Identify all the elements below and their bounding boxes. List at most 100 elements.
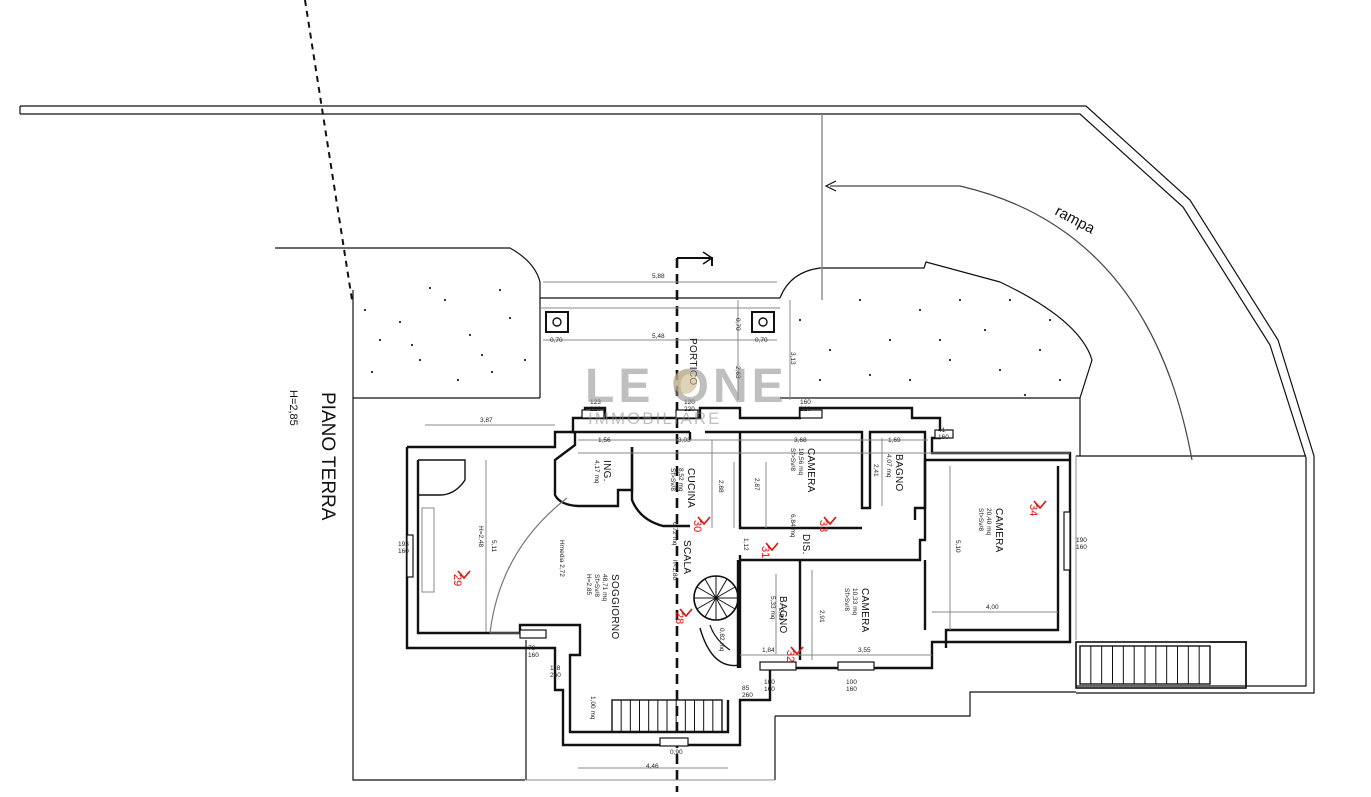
- section-line: [675, 251, 714, 792]
- view-marker-arrow-icon: [679, 608, 693, 618]
- view-marker-30: 30: [691, 516, 711, 532]
- room-bagno2-area: 5,33 mq: [769, 596, 776, 620]
- window-dimension-label: 220: [590, 406, 601, 413]
- dim-pillar-left: 0,70: [550, 337, 563, 344]
- dim-camera1-height: 2,87: [753, 478, 760, 491]
- dim-ing-width: 1,56: [598, 437, 611, 444]
- spiral-stair-tread: [715, 597, 728, 618]
- window-dimension-label: 100: [846, 679, 857, 686]
- window-dimension-label: 160: [800, 399, 811, 406]
- stipple-dot: [858, 298, 862, 302]
- room-cucina-area: 8,52 mq: [677, 468, 684, 492]
- view-marker-32: 32: [784, 646, 804, 662]
- stipple-dot: [1023, 393, 1027, 397]
- window-dimension-label: 120: [684, 399, 695, 406]
- room-soggiorno-hmedia: Hmedia 2,72: [558, 540, 565, 577]
- room-camera2-name: CAMERA: [993, 508, 1004, 553]
- room-camera3-area: 10,33 mq: [851, 588, 858, 615]
- view-marker-label: 32: [784, 650, 796, 662]
- dim-portico-depth: 2,63: [734, 366, 741, 379]
- window-dimension-labels: 1931601901601232201202201602204116078160…: [398, 399, 1087, 699]
- dim-cucina-width: 3,03: [678, 437, 691, 444]
- view-marker-33: 33: [817, 516, 837, 532]
- stipple-dot: [828, 348, 832, 352]
- dim-stair-width: 0,90: [670, 749, 683, 756]
- window-dimension-label: 190: [1076, 537, 1087, 544]
- plan-height-note: H=2,85: [287, 390, 299, 426]
- room-dis-name: DIS.: [800, 534, 811, 555]
- stipple-dot: [480, 353, 484, 357]
- room-scala-name: SCALA: [681, 540, 692, 574]
- stipple-dot: [1008, 298, 1012, 302]
- stipple-dot: [983, 328, 987, 332]
- stipple-dot: [523, 358, 527, 362]
- room-dis-area: 6,84 mq: [789, 514, 796, 538]
- dimension-lines: [425, 281, 1077, 781]
- watermark-pin-icon: [673, 370, 697, 394]
- stipple-dot: [370, 370, 374, 374]
- dim-bagno1-width: 1,69: [888, 437, 901, 444]
- room-ing-name: ING.: [601, 460, 612, 482]
- room-vano-area: 1,00 mq: [589, 696, 596, 720]
- dimension-labels: 5,88 5,48 0,70 0,70 0,70 2,63 3,13 3,87 …: [480, 273, 999, 770]
- watermark: LE ONE IMMOBILIARE: [585, 360, 784, 428]
- view-marker-label: 31: [759, 546, 771, 558]
- room-ripostiglio-area: 0,82 mq: [718, 628, 725, 652]
- stipple-dot: [363, 308, 367, 312]
- entry-steps: [1075, 641, 1247, 689]
- room-cucina-name: CUCINA: [685, 468, 696, 508]
- view-marker-label: 29: [451, 574, 463, 586]
- room-scala-note: h<1,80: [671, 560, 678, 580]
- stipple-dot: [818, 378, 822, 382]
- stipple-dot: [490, 370, 494, 374]
- stipple-dot: [418, 358, 422, 362]
- dim-camera3-width: 3,55: [858, 647, 871, 654]
- room-camera1-area: 10,56 mq: [797, 448, 804, 475]
- spiral-stair-tread: [704, 597, 717, 618]
- windows: [406, 409, 1071, 747]
- dim-dis-height: 1,12: [742, 538, 749, 551]
- stipple-dot: [938, 338, 942, 342]
- stipple-dot: [508, 316, 512, 320]
- stipple-dot: [378, 338, 382, 342]
- room-camera1-name: CAMERA: [805, 448, 816, 493]
- spiral-stair-tread: [696, 586, 717, 599]
- window-dimension-label: 100: [764, 679, 775, 686]
- view-marker-label: 34: [1027, 504, 1039, 516]
- room-loft-height: H=2,48: [477, 526, 484, 548]
- stipple-dot: [1058, 378, 1062, 382]
- view-marker-arrow-icon: [457, 570, 471, 580]
- room-scala-area: 0,72 mq: [671, 522, 678, 546]
- dim-camera1-width: 3,68: [794, 437, 807, 444]
- room-bagno1-area: 4,07 mq: [885, 454, 892, 478]
- view-marker-arrow-icon: [790, 646, 804, 656]
- view-marker-label: 30: [691, 520, 703, 532]
- view-marker-arrow-icon: [697, 516, 711, 526]
- stipple-dot: [888, 338, 892, 342]
- dim-bagno2-width: 1,84: [762, 647, 775, 654]
- dim-portico-width: 5,48: [652, 333, 665, 340]
- view-marker-34: 34: [1027, 500, 1047, 516]
- window-dimension-label: 78: [528, 645, 536, 652]
- stair-flights: [611, 645, 1211, 733]
- window-dimension-label: 160: [528, 652, 539, 659]
- room-soggiorno-ratio: Sf>Sv/8: [593, 574, 600, 597]
- view-marker-arrow-icon: [823, 516, 837, 526]
- dim-pillar-right: 0,70: [755, 337, 768, 344]
- spiral-stair-tread: [696, 597, 717, 610]
- stipple-dot: [918, 308, 922, 312]
- spiral-stair-tread: [715, 586, 736, 599]
- room-camera3-name: CAMERA: [859, 588, 870, 633]
- room-soggiorno-name: SOGGIORNO: [609, 574, 620, 639]
- stipple-dot: [998, 368, 1002, 372]
- view-marker-arrow-icon: [1033, 500, 1047, 510]
- room-bagno2-name: BAGNO: [777, 596, 788, 634]
- dim-living-height: 5,11: [490, 540, 497, 553]
- dim-pillar-depth: 0,70: [734, 318, 741, 331]
- window-dimension-label: 118: [550, 665, 561, 672]
- stipple-dot: [443, 298, 447, 302]
- stipple-dot: [1048, 318, 1052, 322]
- stipple-dot: [498, 288, 502, 292]
- stipple-dot: [398, 320, 402, 324]
